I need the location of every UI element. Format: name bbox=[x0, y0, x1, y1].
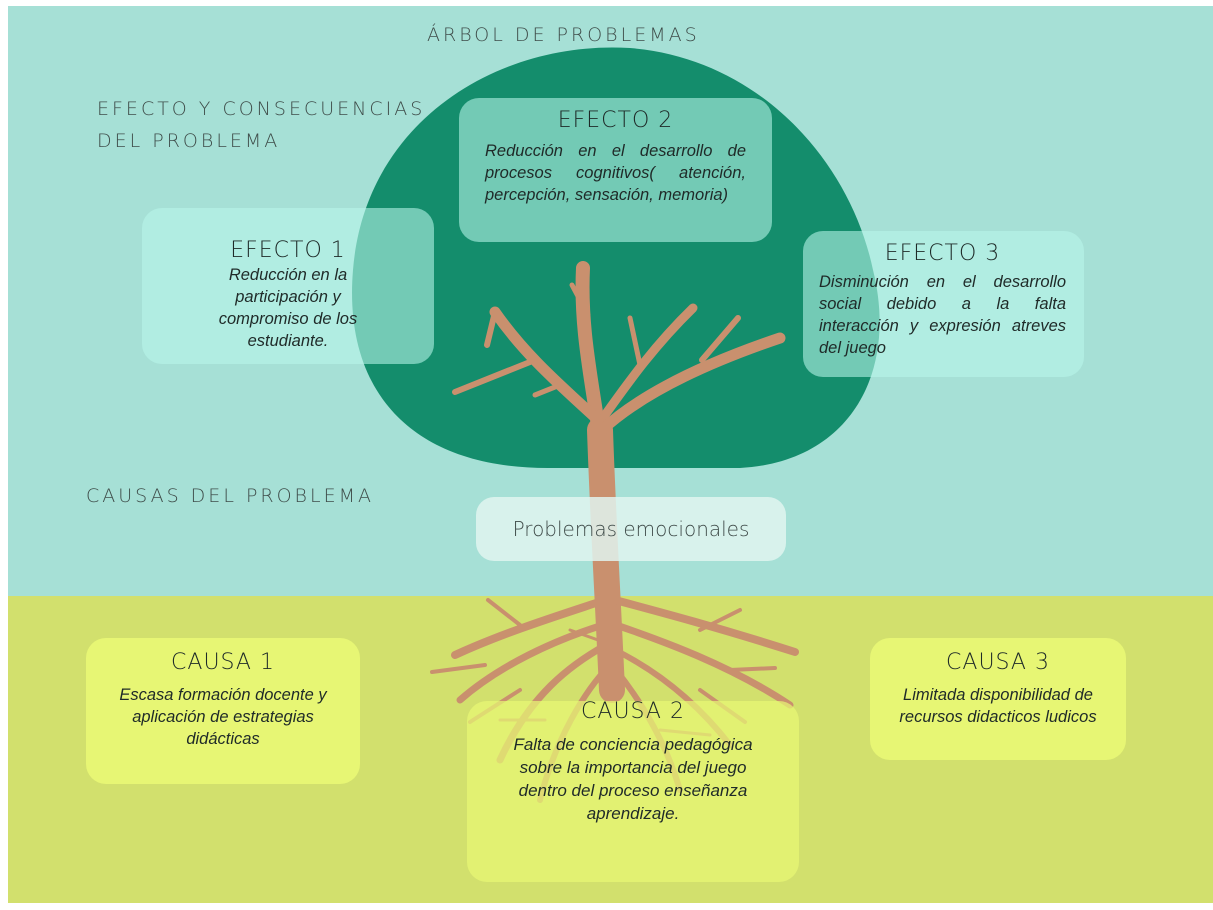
cause-card-1: CAUSA 1 Escasa formación docente y aplic… bbox=[86, 638, 360, 784]
effect-3-text: Disminución en el desarrollo social debi… bbox=[819, 273, 1066, 357]
cause-1-title: CAUSA 1 bbox=[171, 650, 275, 675]
cause-1-text: Escasa formación docente y aplicación de… bbox=[119, 686, 327, 748]
cause-2-title: CAUSA 2 bbox=[581, 699, 685, 724]
cause-3-title: CAUSA 3 bbox=[946, 650, 1050, 675]
cause-2-text: Falta de conciencia pedagógica sobre la … bbox=[513, 735, 753, 823]
effect-3-title: EFECTO 3 bbox=[884, 241, 1001, 266]
cause-3-text: Limitada disponibilidad de recursos dida… bbox=[899, 686, 1097, 726]
effect-card-1: EFECTO 1 Reducción en la participación y… bbox=[142, 208, 434, 364]
effects-heading-line-1: EFECTO Y CONSECUENCIAS bbox=[97, 98, 426, 120]
effect-1-text: Reducción en la participación y compromi… bbox=[218, 266, 358, 350]
tree-trunk-and-branches bbox=[452, 261, 786, 703]
effects-heading-line-2: DEL PROBLEMA bbox=[97, 130, 281, 152]
cause-card-2: CAUSA 2 Falta de conciencia pedagógica s… bbox=[467, 699, 799, 882]
causes-heading: CAUSAS DEL PROBLEMA bbox=[86, 485, 374, 507]
effect-2-text: Reducción en el desarrollo de procesos c… bbox=[485, 142, 746, 204]
cause-card-3: CAUSA 3 Limitada disponibilidad de recur… bbox=[870, 638, 1126, 760]
effect-card-3: EFECTO 3 Disminución en el desarrollo so… bbox=[803, 231, 1084, 377]
effect-2-title: EFECTO 2 bbox=[557, 108, 674, 133]
effect-card-2: EFECTO 2 Reducción en el desarrollo de p… bbox=[459, 98, 772, 242]
central-problem: Problemas emocionales bbox=[476, 497, 786, 561]
effect-1-title: EFECTO 1 bbox=[230, 238, 346, 263]
diagram-title: ÁRBOL DE PROBLEMAS bbox=[427, 24, 700, 46]
